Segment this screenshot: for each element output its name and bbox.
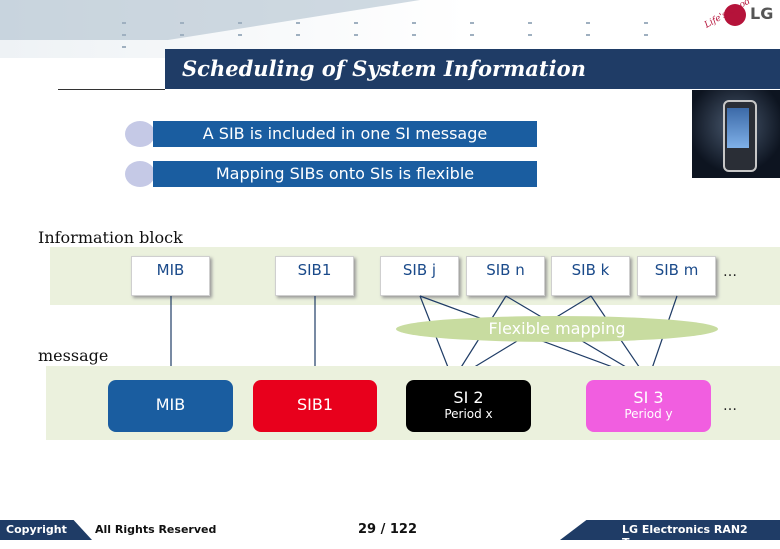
footer-rights: All Rights Reserved: [95, 523, 217, 536]
ib-cell-sib-j: SIB j: [380, 256, 459, 296]
footer-team: LG Electronics RAN2 Team: [622, 523, 748, 549]
page-number: 29 / 122: [358, 522, 418, 537]
si-box-si2: SI 2 Period x: [406, 380, 531, 432]
lg-logo-icon: [724, 4, 746, 26]
ib-cell-mib: MIB: [131, 256, 210, 296]
ib-cell-sib1: SIB1: [275, 256, 354, 296]
information-block-label: Information block: [38, 228, 183, 247]
ib-cell-sib-m: SIB m: [637, 256, 716, 296]
flexible-mapping-label: Flexible mapping: [396, 316, 718, 342]
page-title: Scheduling of System Information: [182, 56, 586, 81]
si-box-si3: SI 3 Period y: [586, 380, 711, 432]
message-ellipsis: …: [723, 398, 737, 414]
ib-ellipsis: …: [723, 264, 737, 280]
lg-logo-text: LG: [750, 4, 774, 23]
bullet-2: Mapping SIBs onto SIs is flexible: [153, 161, 537, 187]
footer-copyright-band: [0, 520, 92, 540]
si-box-title: SIB1: [296, 395, 334, 414]
ib-cell-sib-n: SIB n: [466, 256, 545, 296]
si-box-title: SI 2: [453, 388, 484, 407]
si-box-mib: MIB: [108, 380, 233, 432]
bullet-1: A SIB is included in one SI message: [153, 121, 537, 147]
ib-cell-sib-k: SIB k: [551, 256, 630, 296]
bullet-icon: [125, 121, 155, 147]
si-box-period: Period y: [624, 407, 673, 421]
message-label: message: [38, 346, 109, 365]
footer-copyright: Copyright: [6, 523, 67, 536]
si-box-title: MIB: [155, 395, 186, 414]
si-box-sib1: SIB1: [253, 380, 377, 432]
title-underline: [58, 89, 165, 90]
phone-screen: [727, 108, 749, 148]
si-box-title: SI 3: [633, 388, 664, 407]
bullet-icon: [125, 161, 155, 187]
footer-team-band: [560, 520, 780, 540]
si-box-period: Period x: [444, 407, 493, 421]
title-bar: [165, 49, 780, 89]
